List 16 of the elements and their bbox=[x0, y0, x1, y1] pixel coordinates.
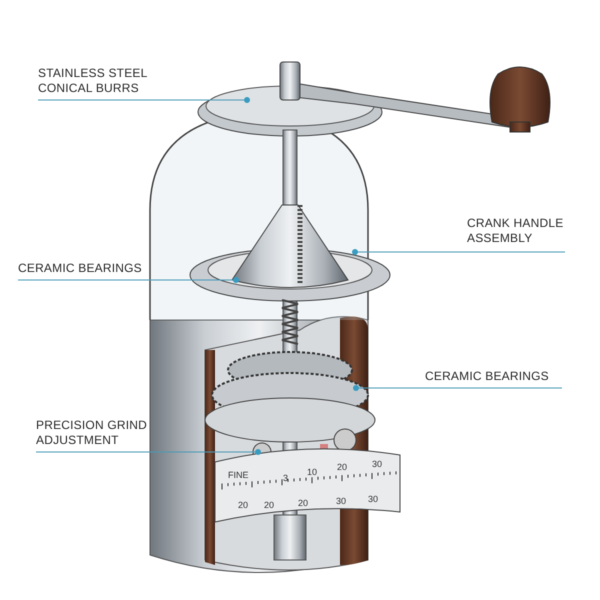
dial-marking: 30 bbox=[368, 494, 378, 504]
dial-marking: 20 bbox=[238, 500, 248, 510]
dial-marking: 20 bbox=[298, 498, 308, 508]
dial-marking: 3 bbox=[283, 473, 288, 483]
dial-marking: 20 bbox=[264, 500, 274, 510]
callout-label: STAINLESS STEEL CONICAL BURRS bbox=[38, 66, 166, 100]
dial-marking: 10 bbox=[307, 467, 318, 477]
callout-label: CERAMIC BEARINGS bbox=[425, 369, 562, 388]
dial-marking: FINE bbox=[228, 470, 249, 480]
dial-marking: 30 bbox=[372, 459, 382, 469]
callout-label: CRANK HANDLE ASSEMBLY bbox=[467, 216, 565, 252]
dial-marking: 30 bbox=[336, 496, 346, 506]
dial-marking: 20 bbox=[337, 462, 348, 472]
callout-label: PRECISION GRIND ADJUSTMENT bbox=[36, 418, 161, 452]
callout-label: CERAMIC BEARINGS bbox=[18, 261, 233, 280]
leader-dot bbox=[352, 249, 358, 255]
